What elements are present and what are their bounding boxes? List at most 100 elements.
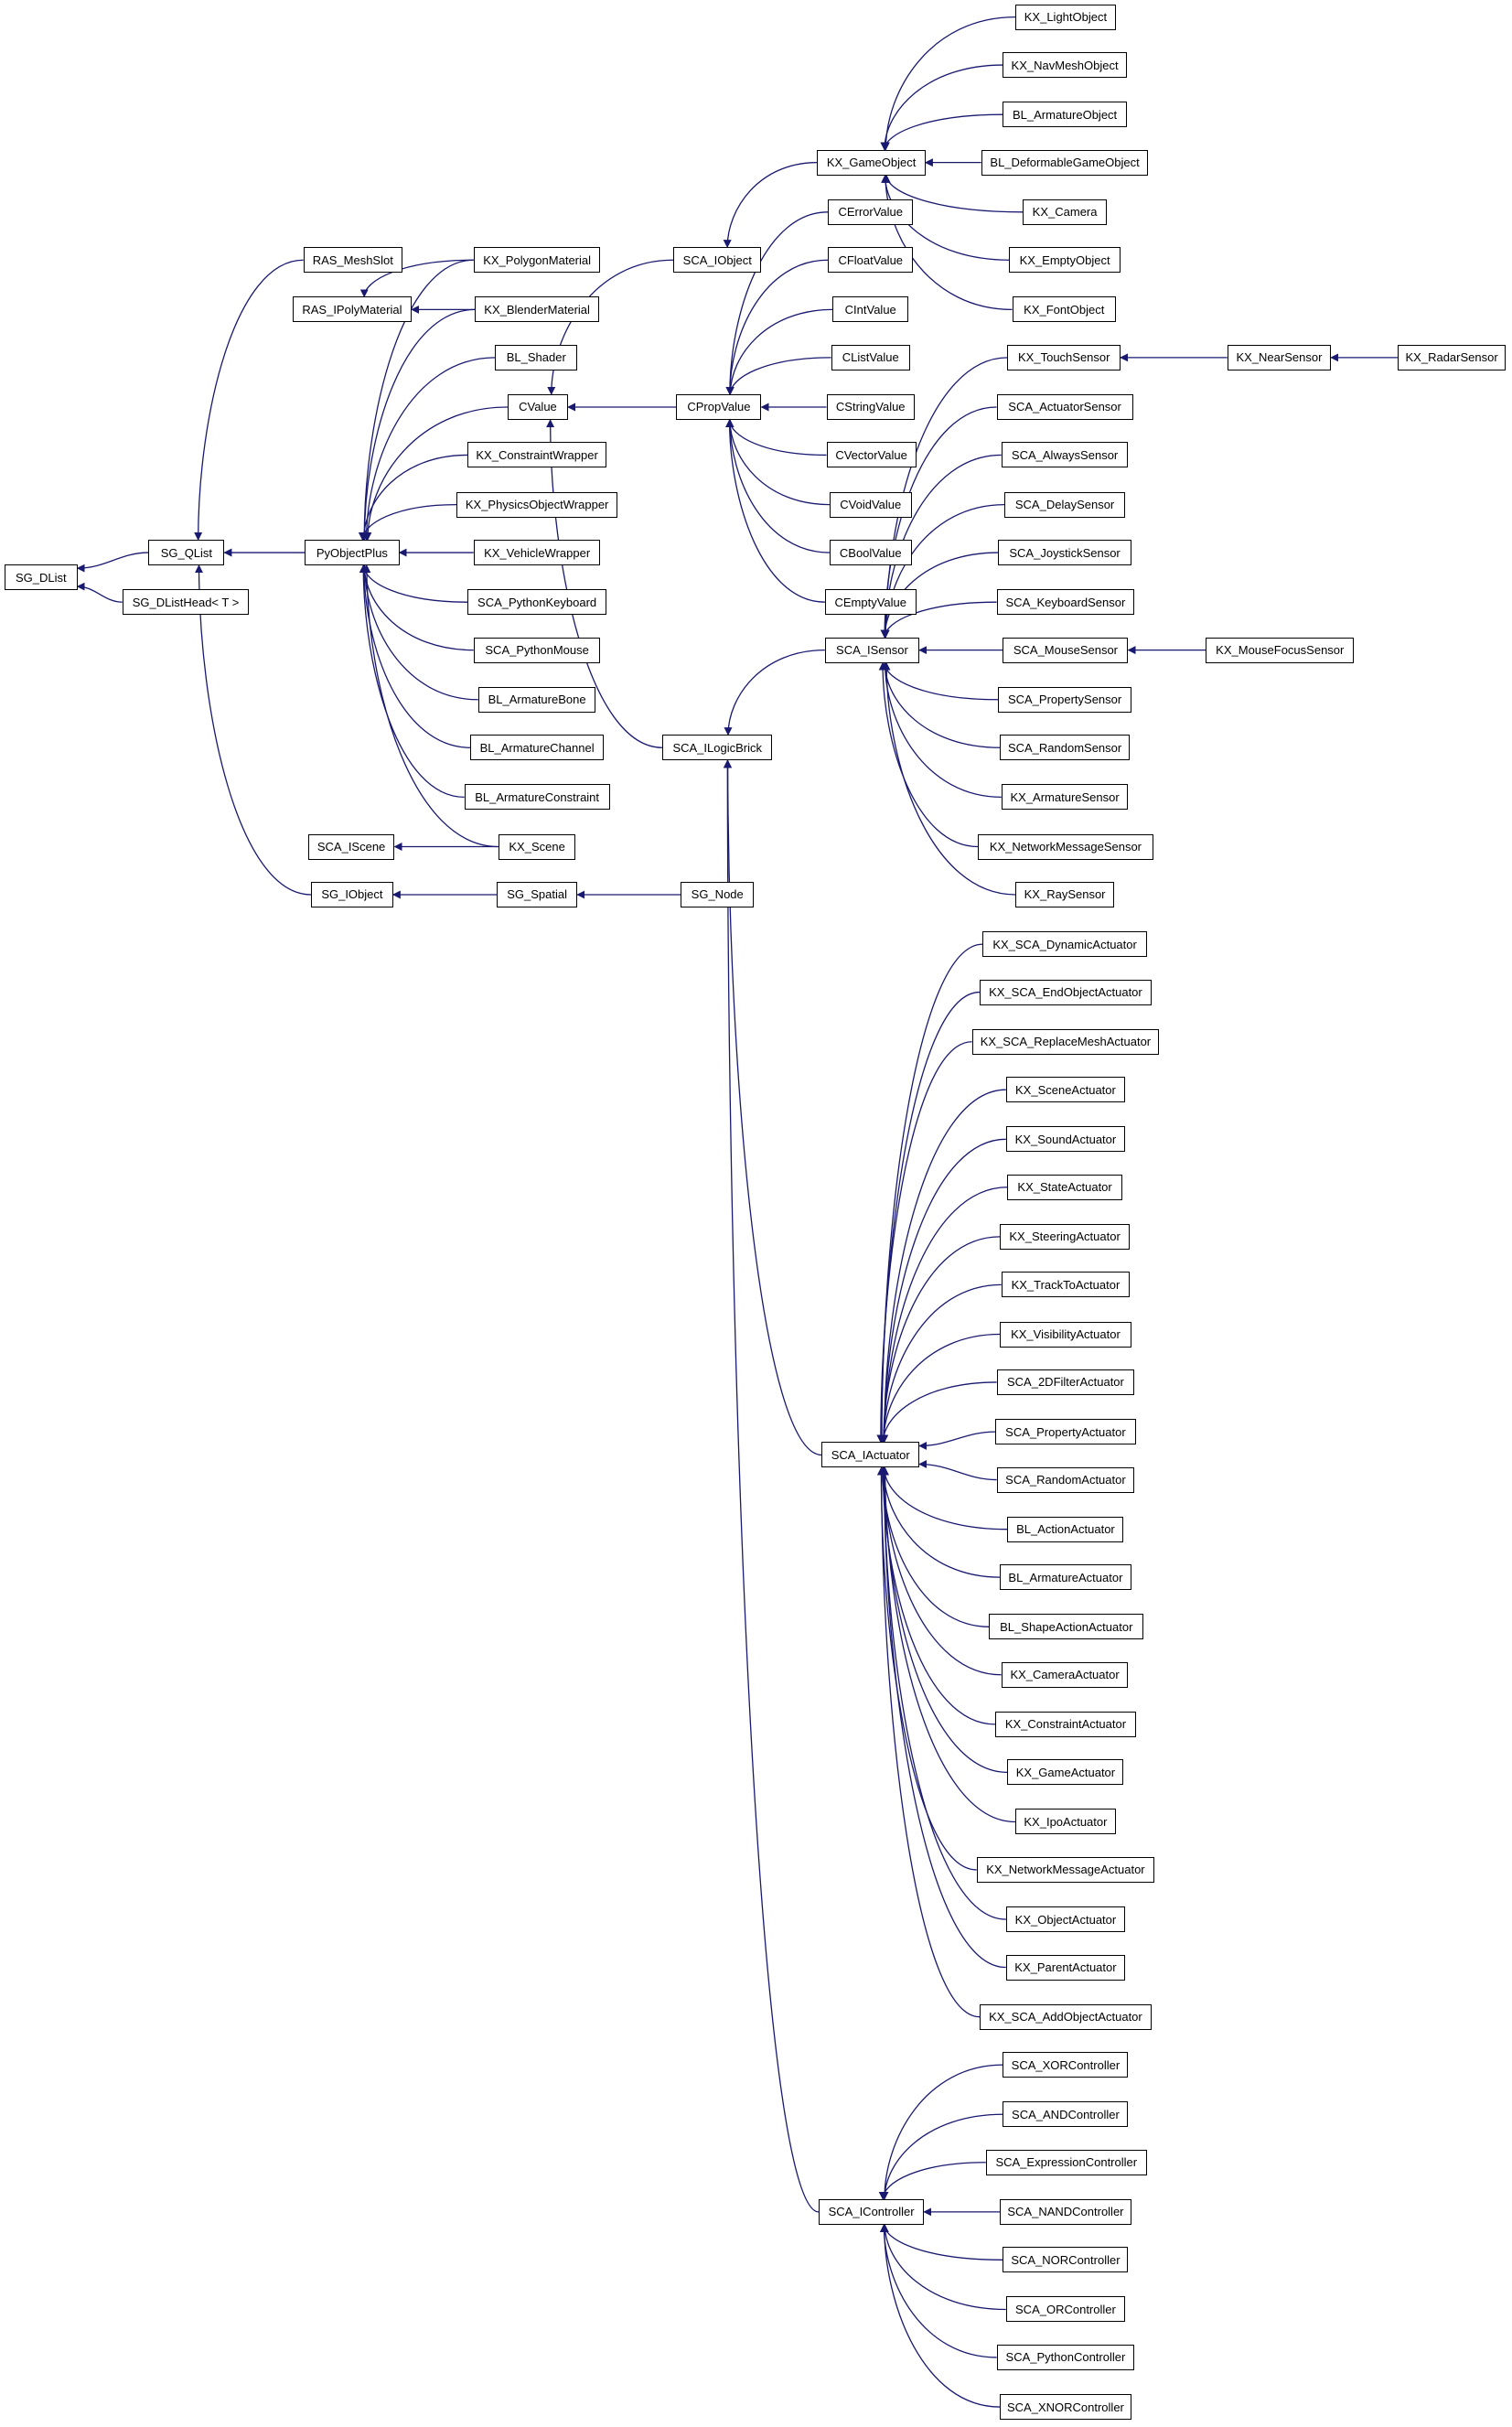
class-node-sca-pythonkeyboard[interactable]: SCA_PythonKeyboard — [466, 589, 607, 616]
class-node-kx-scene[interactable]: KX_Scene — [498, 833, 576, 860]
class-node-cintvalue[interactable]: CIntValue — [832, 296, 909, 323]
class-node-sca-ilogicbrick[interactable]: SCA_ILogicBrick — [662, 735, 773, 761]
class-node-sca-iscene[interactable]: SCA_IScene — [307, 833, 395, 860]
class-node-sg-spatial[interactable]: SG_Spatial — [497, 881, 578, 907]
class-node-kx-lightobject[interactable]: KX_LightObject — [1014, 4, 1116, 30]
class-node-kx-mousefocussensor[interactable]: KX_MouseFocusSensor — [1206, 637, 1355, 663]
class-node-cvalue[interactable]: CValue — [507, 393, 568, 420]
class-node-sca-propertyactuator[interactable]: SCA_PropertyActuator — [994, 1419, 1136, 1445]
class-node-bl-armaturebone[interactable]: BL_ArmatureBone — [477, 686, 596, 713]
class-node-cvoidvalue[interactable]: CVoidValue — [829, 491, 912, 518]
class-node-sca-isensor[interactable]: SCA_ISensor — [824, 637, 920, 663]
class-node-kx-raysensor[interactable]: KX_RaySensor — [1014, 881, 1115, 907]
class-node-sca-alwayssensor[interactable]: SCA_AlwaysSensor — [1001, 442, 1129, 468]
class-node-kx-steeringactuator[interactable]: KX_SteeringActuator — [1000, 1223, 1131, 1250]
class-node-sca-iobject[interactable]: SCA_IObject — [673, 247, 762, 274]
class-node-cpropvalue[interactable]: CPropValue — [676, 393, 762, 420]
class-node-cstringvalue[interactable]: CStringValue — [826, 393, 915, 420]
class-node-sca-nandcontroller[interactable]: SCA_NANDController — [1000, 2198, 1131, 2225]
inheritance-edge-bl-shader-to-pyobjectplus — [362, 357, 496, 541]
class-node-ras-ipolymaterial[interactable]: RAS_IPolyMaterial — [292, 296, 413, 323]
class-node-sg-iobject[interactable]: SG_IObject — [311, 881, 393, 907]
class-node-sca-joysticksensor[interactable]: SCA_JoystickSensor — [998, 540, 1131, 566]
class-node-cfloatvalue[interactable]: CFloatValue — [828, 247, 914, 274]
class-node-kx-visibilityactuator[interactable]: KX_VisibilityActuator — [1000, 1321, 1131, 1348]
class-node-kx-sca-endobjectactuator[interactable]: KX_SCA_EndObjectActuator — [980, 979, 1152, 1005]
class-node-kx-armaturesensor[interactable]: KX_ArmatureSensor — [1001, 784, 1129, 811]
class-node-bl-armatureactuator[interactable]: BL_ArmatureActuator — [1000, 1564, 1131, 1591]
class-node-kx-ipoactuator[interactable]: KX_IpoActuator — [1014, 1809, 1116, 1835]
class-node-cvectorvalue[interactable]: CVectorValue — [826, 442, 917, 468]
class-node-bl-deformablegameobject[interactable]: BL_DeformableGameObject — [981, 149, 1149, 176]
class-node-kx-sceneactuator[interactable]: KX_SceneActuator — [1005, 1077, 1126, 1103]
class-node-kx-touchsensor[interactable]: KX_TouchSensor — [1007, 344, 1121, 370]
class-node-sca-pythoncontroller[interactable]: SCA_PythonController — [996, 2344, 1135, 2370]
class-node-cboolvalue[interactable]: CBoolValue — [829, 540, 912, 566]
class-node-bl-shapeactionactuator[interactable]: BL_ShapeActionActuator — [989, 1614, 1144, 1640]
class-node-kx-gameactuator[interactable]: KX_GameActuator — [1007, 1759, 1124, 1786]
class-node-kx-fontobject[interactable]: KX_FontObject — [1012, 296, 1116, 323]
class-node-kx-gameobject[interactable]: KX_GameObject — [817, 149, 926, 176]
class-node-kx-cameraactuator[interactable]: KX_CameraActuator — [1001, 1661, 1129, 1688]
class-node-sca-keyboardsensor[interactable]: SCA_KeyboardSensor — [996, 589, 1135, 616]
inheritance-edge-kx-objectactuator-to-sca-iactuator — [880, 1466, 1006, 1920]
class-node-kx-stateactuator[interactable]: KX_StateActuator — [1007, 1174, 1122, 1200]
class-node-kx-networkmessageactuator[interactable]: KX_NetworkMessageActuator — [976, 1856, 1155, 1883]
class-node-sca-2dfilteractuator[interactable]: SCA_2DFilterActuator — [996, 1369, 1135, 1395]
class-node-kx-navmeshobject[interactable]: KX_NavMeshObject — [1003, 52, 1127, 79]
class-node-kx-parentactuator[interactable]: KX_ParentActuator — [1005, 1954, 1126, 1981]
inheritance-edge-bl-armatureactuator-to-sca-iactuator — [879, 1466, 1001, 1578]
class-node-kx-vehiclewrapper[interactable]: KX_VehicleWrapper — [473, 540, 601, 566]
class-node-kx-sca-replacemeshactuator[interactable]: KX_SCA_ReplaceMeshActuator — [971, 1028, 1160, 1055]
class-node-kx-emptyobject[interactable]: KX_EmptyObject — [1009, 247, 1121, 274]
class-node-sg-qlist[interactable]: SG_QList — [148, 540, 225, 566]
class-node-kx-camera[interactable]: KX_Camera — [1023, 199, 1107, 225]
class-node-kx-networkmessagesensor[interactable]: KX_NetworkMessageSensor — [978, 833, 1153, 860]
class-node-clistvalue[interactable]: CListValue — [831, 344, 910, 370]
class-node-bl-shader[interactable]: BL_Shader — [495, 344, 578, 370]
class-node-sca-xnorcontroller[interactable]: SCA_XNORController — [1000, 2394, 1131, 2421]
class-node-kx-physicsobjectwrapper[interactable]: KX_PhysicsObjectWrapper — [456, 491, 618, 518]
class-node-sca-xorcontroller[interactable]: SCA_XORController — [1003, 2052, 1129, 2078]
class-node-kx-polygonmaterial[interactable]: KX_PolygonMaterial — [473, 247, 601, 274]
class-node-sca-randomsensor[interactable]: SCA_RandomSensor — [1000, 735, 1131, 761]
class-node-kx-radarsensor[interactable]: KX_RadarSensor — [1397, 344, 1507, 370]
class-node-sca-pythonmouse[interactable]: SCA_PythonMouse — [473, 637, 601, 663]
class-node-cemptyvalue[interactable]: CEmptyValue — [824, 589, 917, 616]
class-node-sg-node[interactable]: SG_Node — [681, 881, 754, 907]
inheritance-edge-kx-emptyobject-to-kx-gameobject — [881, 174, 1010, 261]
class-node-kx-sca-dynamicactuator[interactable]: KX_SCA_DynamicActuator — [982, 931, 1147, 958]
inheritance-edge-kx-gameobject-to-sca-iobject — [723, 162, 818, 249]
class-node-bl-armatureobject[interactable]: BL_ArmatureObject — [1003, 102, 1127, 128]
class-node-kx-soundactuator[interactable]: KX_SoundActuator — [1005, 1126, 1126, 1153]
class-node-cerrorvalue[interactable]: CErrorValue — [828, 199, 914, 225]
class-node-bl-armatureconstraint[interactable]: BL_ArmatureConstraint — [464, 784, 610, 811]
class-node-bl-armaturechannel[interactable]: BL_ArmatureChannel — [470, 735, 604, 761]
class-node-bl-actionactuator[interactable]: BL_ActionActuator — [1007, 1516, 1124, 1542]
class-node-kx-tracktoactuator[interactable]: KX_TrackToActuator — [1001, 1272, 1131, 1298]
class-node-sg-dlist[interactable]: SG_DList — [5, 564, 78, 591]
class-node-kx-blendermaterial[interactable]: KX_BlenderMaterial — [475, 296, 599, 323]
class-node-sca-propertysensor[interactable]: SCA_PropertySensor — [998, 686, 1131, 713]
inheritance-edge-cerrorvalue-to-cpropvalue — [725, 211, 829, 395]
class-node-sca-icontroller[interactable]: SCA_IController — [819, 2198, 925, 2225]
class-node-sca-iactuator[interactable]: SCA_IActuator — [821, 1442, 920, 1468]
class-node-kx-sca-addobjectactuator[interactable]: KX_SCA_AddObjectActuator — [980, 2003, 1152, 2030]
class-node-sca-norcontroller[interactable]: SCA_NORController — [1003, 2247, 1129, 2273]
class-node-sca-expressioncontroller[interactable]: SCA_ExpressionController — [985, 2149, 1147, 2175]
class-node-kx-constraintactuator[interactable]: KX_ConstraintActuator — [994, 1711, 1136, 1737]
class-node-sca-orcontroller[interactable]: SCA_ORController — [1005, 2296, 1126, 2323]
class-node-pyobjectplus[interactable]: PyObjectPlus — [305, 540, 400, 566]
class-node-sg-dlisthead-t[interactable]: SG_DListHead< T > — [122, 589, 250, 616]
class-node-sca-andcontroller[interactable]: SCA_ANDController — [1003, 2101, 1129, 2128]
class-node-kx-constraintwrapper[interactable]: KX_ConstraintWrapper — [466, 442, 607, 468]
class-node-sca-actuatorsensor[interactable]: SCA_ActuatorSensor — [996, 393, 1133, 420]
class-node-kx-nearsensor[interactable]: KX_NearSensor — [1227, 344, 1332, 370]
class-node-sca-delaysensor[interactable]: SCA_DelaySensor — [1004, 491, 1126, 518]
class-node-kx-objectactuator[interactable]: KX_ObjectActuator — [1005, 1906, 1126, 1933]
class-node-sca-randomactuator[interactable]: SCA_RandomActuator — [996, 1466, 1135, 1493]
inheritance-edge-sg-qlist-to-sg-dlist — [76, 552, 149, 573]
class-node-sca-mousesensor[interactable]: SCA_MouseSensor — [1003, 637, 1129, 663]
class-node-ras-meshslot[interactable]: RAS_MeshSlot — [303, 247, 402, 274]
